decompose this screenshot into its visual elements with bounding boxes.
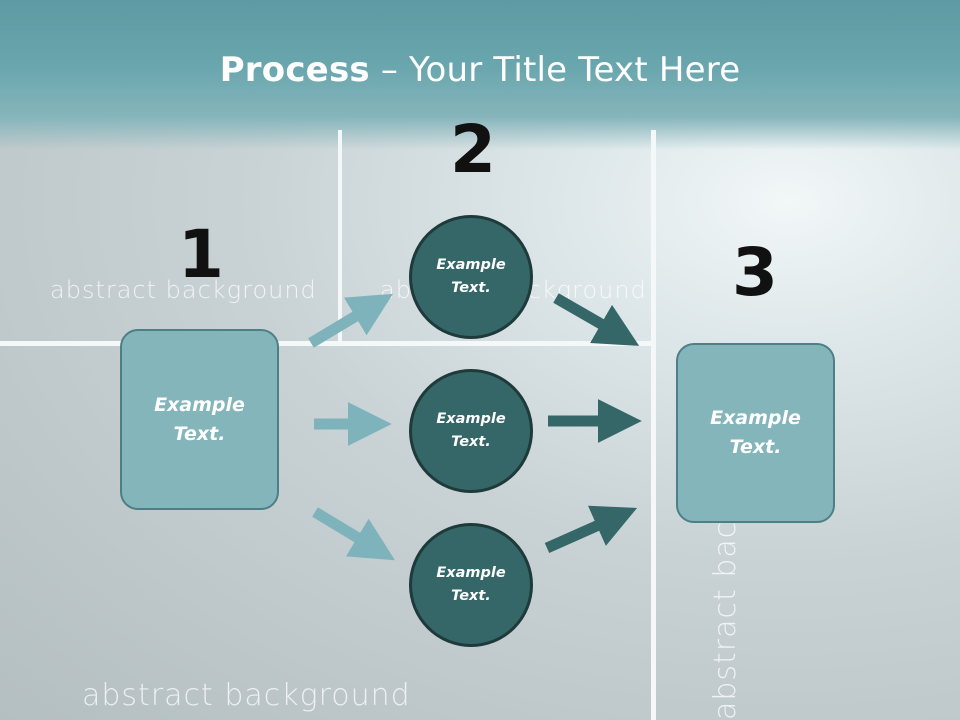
title-bold: Process — [219, 50, 370, 90]
step-3-box: Example Text. — [676, 343, 835, 523]
arrow-2c-to-3 — [544, 505, 638, 554]
step-number-3: 3 — [732, 234, 778, 311]
step-1-box: Example Text. — [120, 329, 279, 510]
grid-line — [338, 130, 342, 342]
watermark-text: abstract background — [50, 276, 317, 304]
grid-line — [0, 341, 655, 346]
arrow-1-to-2a — [308, 293, 393, 348]
step-3-label: Example Text. — [710, 407, 801, 458]
circle-label: Example Text. — [436, 565, 506, 604]
step-number-1: 1 — [178, 216, 224, 293]
arrow-1-to-2c — [312, 507, 395, 561]
title-rest: – Your Title Text Here — [369, 50, 741, 90]
step-2-circle-bottom: Example Text. — [409, 523, 533, 647]
slide-title: Process – Your Title Text Here — [0, 50, 960, 90]
arrow-2a-to-3 — [553, 293, 640, 346]
grid-line — [651, 130, 656, 720]
circle-label: Example Text. — [436, 411, 506, 450]
circle-label: Example Text. — [436, 257, 506, 296]
watermark-text: abstract background — [82, 678, 411, 713]
step-number-2: 2 — [450, 111, 496, 188]
step-2-circle-top: Example Text. — [409, 215, 533, 339]
step-1-label: Example Text. — [154, 393, 245, 445]
header-band — [0, 0, 960, 150]
step-2-circle-middle: Example Text. — [409, 369, 533, 493]
